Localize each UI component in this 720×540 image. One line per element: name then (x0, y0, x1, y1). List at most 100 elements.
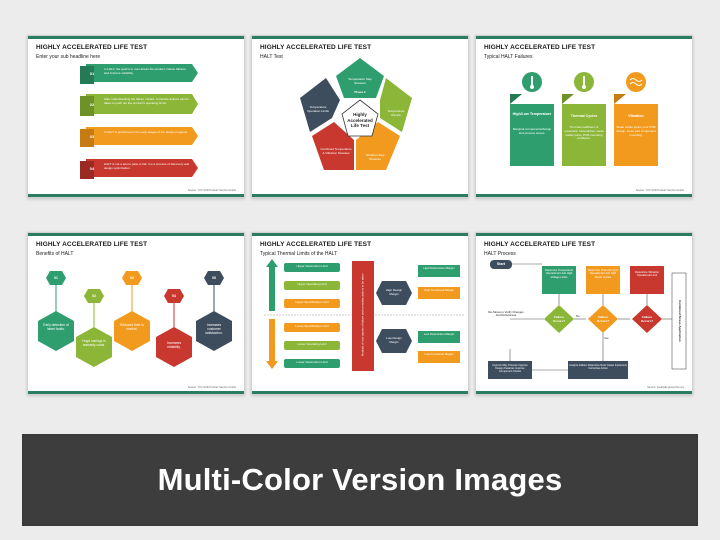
slide-title: HIGHLY ACCELERATED LIFE TEST (36, 241, 148, 248)
process-box-text: Determine Vibration Operational Limit (635, 271, 659, 278)
design-margin-label: Low Design Margin (386, 336, 402, 344)
hex-number: 02 (92, 294, 96, 298)
list-text: In HALT, the goal is to over-stress the … (104, 67, 186, 75)
source-note: Source: TUV SUD Product Service GmbH (635, 189, 684, 192)
slide-accent-bar (252, 36, 468, 39)
margin-label: Low Functional Margin (424, 352, 454, 356)
yes-label: Yes (604, 336, 609, 340)
banner-panel: Multi-Color Version Images (24, 436, 696, 524)
source-note: Source: QualityEngineerInfo.org (647, 386, 684, 389)
list-number: 03 (89, 134, 95, 139)
hex-number: 01 (54, 276, 58, 280)
benefits-hexagons (38, 271, 232, 367)
slide-title: HIGHLY ACCELERATED LIFE TEST (484, 44, 596, 51)
design-margin-label: High Design Margin (385, 288, 403, 296)
slide-accent-bar (28, 391, 244, 394)
slide-accent-bar (28, 194, 244, 197)
slide-subtitle: Typical Thermal Limits of the HALT (260, 251, 338, 257)
center-label: Highly Accelerated Life Test (347, 112, 373, 129)
slide-thumbnail-3[interactable]: HIGHLY ACCELERATED LIFE TEST Typical HAL… (475, 35, 693, 198)
slide-thumbnail-4[interactable]: HIGHLY ACCELERATED LIFE TEST Benefits of… (27, 232, 245, 395)
slide-thumbnail-2[interactable]: HIGHLY ACCELERATED LIFE TEST HALT Test H… (251, 35, 469, 198)
list-text: It HALT is performed in the early stages… (104, 130, 188, 134)
slide-accent-bar (252, 391, 468, 394)
limit-label: Lower Destruction Limit (296, 360, 328, 364)
banner-title: Multi-Color Version Images (157, 462, 563, 497)
list-number: 04 (89, 166, 95, 171)
phase-label: Phase 1 (354, 90, 366, 94)
card-text: Weak solder joints, poor PCB design, loo… (616, 125, 656, 137)
vertical-analysis-text: Analysis of root causes of failure and c… (360, 273, 365, 357)
phase-text: Temperature Step Stresses (348, 77, 372, 85)
source-note: Source: TUV SUD Product Service GmbH (187, 189, 236, 192)
slide-title: HIGHLY ACCELERATED LIFE TEST (484, 241, 596, 248)
card-text: Marginal components/design and process i… (512, 127, 552, 135)
slide-subtitle: Benefits of HALT (36, 251, 74, 257)
hex-text: Increases reliability. (166, 341, 182, 350)
hex-text: Huge savings in warranty costs. (82, 339, 106, 348)
improve-text: Improve Mfg. Process Improve Design Feat… (492, 364, 528, 374)
card-heading: Thermal Cycles (570, 114, 598, 118)
limit-label: Lower Operating Limit (297, 342, 327, 346)
slide-accent-bar (476, 233, 692, 236)
phase-text: Temperature Operation Limits (307, 105, 329, 113)
limit-label: Upper Operating Limit (297, 282, 327, 286)
slide-thumbnail-5[interactable]: HIGHLY ACCELERATED LIFE TEST Typical The… (251, 232, 469, 395)
start-node: Start (496, 262, 506, 266)
margin-label: High Destruction Margin (423, 266, 455, 270)
phase-text: Temperature Ramps (387, 109, 405, 117)
slide-subtitle: Enter your sub headline here (36, 54, 101, 60)
slide-accent-bar (252, 194, 468, 197)
limit-label: Lower Specification Limit (295, 324, 329, 328)
hex-number: 04 (172, 294, 176, 298)
analyze-text: Analyze Failure Determine Root Cause Imp… (569, 364, 627, 371)
thermal-limits-graphic (264, 259, 464, 371)
slide-accent-bar (28, 36, 244, 39)
slide-accent-bar (476, 391, 692, 394)
slide-title: HIGHLY ACCELERATED LIFE TEST (260, 44, 372, 51)
slide-accent-bar (252, 233, 468, 236)
slide-subtitle: HALT Process (484, 251, 516, 257)
phase-text: Combined Temperature & Vibration Stresse… (320, 147, 352, 155)
hex-text: Early detection of latent faults. (43, 323, 69, 332)
margin-label: Low Destruction Margin (423, 332, 455, 336)
decision-text: Failure Occurs? (596, 315, 610, 323)
hex-text: Increases customer satisfaction. (205, 323, 223, 336)
retest-text: Re-Stress to Verify Changes And Robustne… (488, 310, 524, 318)
decision-text: Failure Occurs? (640, 315, 654, 323)
list-number: 01 (89, 71, 95, 76)
halt-process-flowchart (488, 260, 687, 379)
phase-text: Vibration Step Stresses (365, 153, 385, 161)
slide-thumbnail-6[interactable]: HIGHLY ACCELERATED LIFE TEST HALT Proces… (475, 232, 693, 395)
card-heading: High/Low Temperature (512, 112, 552, 116)
slide-accent-bar (476, 36, 692, 39)
slide-accent-bar (476, 194, 692, 197)
pentagon-diagram (300, 58, 412, 170)
slide-title: HIGHLY ACCELERATED LIFE TEST (260, 241, 372, 248)
process-box-text: Determine Temperature Operational Limit … (544, 269, 574, 279)
list-number: 02 (89, 102, 95, 107)
hex-text: Reduced time to market. (119, 323, 144, 332)
slide-thumbnail-1[interactable]: HIGHLY ACCELERATED LIFE TEST Enter your … (27, 35, 245, 198)
card-text: Thermal coefficient of expansion mismatc… (564, 125, 604, 141)
slide-title: HIGHLY ACCELERATED LIFE TEST (36, 44, 148, 51)
limit-label: Upper Specification Limit (295, 300, 329, 304)
hex-number: 03 (130, 276, 134, 280)
hex-number: 05 (212, 276, 216, 280)
side-label: Combined Stress Application (677, 300, 682, 342)
process-box-text: Determine Thermal Cycle Operational Limi… (587, 269, 619, 279)
slide-subtitle: HALT Test (260, 54, 283, 60)
decision-text: Failure Occurs? (552, 315, 566, 323)
list-text: HALT is not a test to pass or fail. It i… (104, 162, 190, 170)
list-text: After understanding the failure modes, c… (104, 97, 189, 105)
slide-subtitle: Typical HALT Failures (484, 54, 533, 60)
numbered-list-graphic (80, 64, 198, 179)
card-heading: Vibration (628, 114, 644, 118)
limit-label: Upper Destruction Limit (296, 264, 328, 268)
no-label: No (576, 314, 580, 318)
slide-accent-bar (28, 233, 244, 236)
margin-label: High Functional Margin (424, 288, 454, 292)
source-note: Source: TUV SUD Product Service GmbH (187, 386, 236, 389)
failure-cards-graphic (510, 72, 658, 166)
